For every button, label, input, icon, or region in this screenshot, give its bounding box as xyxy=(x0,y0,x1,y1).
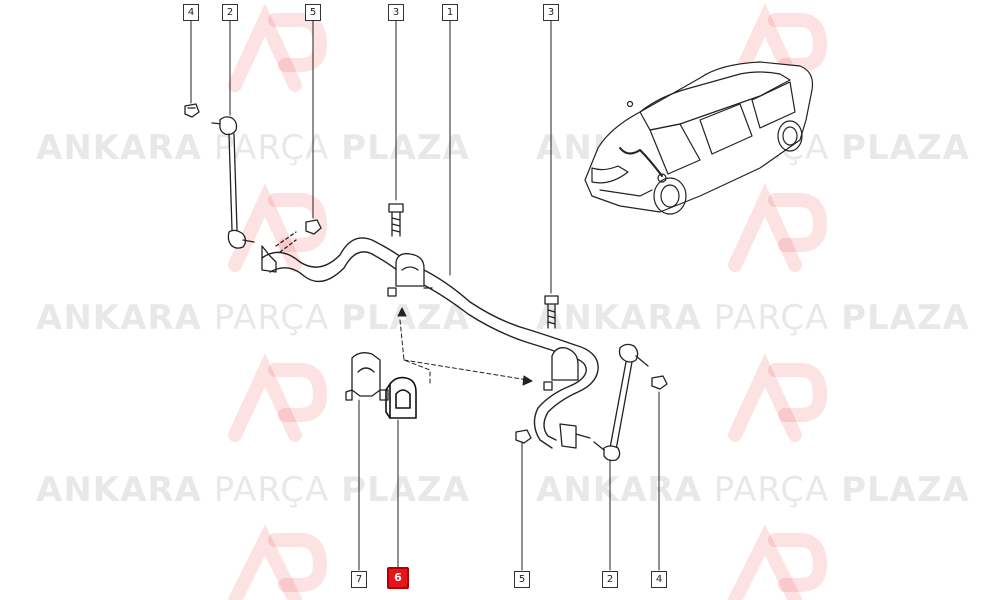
nut-left xyxy=(184,103,200,118)
watermark-logo xyxy=(728,353,828,442)
callout-6-bottom-highlighted[interactable]: 6 xyxy=(387,567,409,589)
watermark-text: ANKARA PARÇA PLAZA xyxy=(36,470,470,510)
part-7-clamp xyxy=(345,352,389,401)
callout-4-bottom: 4 xyxy=(651,571,667,588)
bushing-clamp-center xyxy=(387,253,433,297)
callout-4-top: 4 xyxy=(183,4,199,21)
watermark-text: ANKARA PARÇA PLAZA xyxy=(536,470,970,510)
nut-5-bottom xyxy=(515,429,532,444)
mount-bracket-right xyxy=(559,423,591,449)
nut-5-top xyxy=(305,219,322,235)
vehicle-illustration xyxy=(584,61,814,215)
watermark-text: ANKARA PARÇA PLAZA xyxy=(36,298,470,338)
link-rod-left xyxy=(211,116,255,249)
callout-2-bottom: 2 xyxy=(602,571,618,588)
callout-3-top-right: 3 xyxy=(543,4,559,21)
assembly-guides xyxy=(397,307,533,386)
watermark-logo xyxy=(228,353,328,442)
part-6-bushing xyxy=(385,376,417,419)
callout-1-top: 1 xyxy=(442,4,458,21)
watermark-logo xyxy=(228,3,328,92)
watermark-logo xyxy=(728,183,828,272)
callout-2-top: 2 xyxy=(222,4,238,21)
watermark-logo xyxy=(228,524,328,600)
callout-5-top: 5 xyxy=(305,4,321,21)
bushing-clamp-right xyxy=(543,347,579,391)
watermark-logo xyxy=(728,524,828,600)
bolt-top-right xyxy=(544,295,559,329)
watermark-text: ANKARA PARÇA PLAZA xyxy=(36,128,470,168)
bolt-top-center xyxy=(388,203,404,237)
callout-3-top-center: 3 xyxy=(388,4,404,21)
nut-right xyxy=(651,375,668,390)
link-rod-right xyxy=(593,343,649,462)
stabilizer-bar xyxy=(261,237,599,449)
callout-7-bottom: 7 xyxy=(351,571,367,588)
watermark-text: ANKARA PARÇA PLAZA xyxy=(536,298,970,338)
leader-lines xyxy=(190,20,660,571)
callout-5-bottom: 5 xyxy=(514,571,530,588)
